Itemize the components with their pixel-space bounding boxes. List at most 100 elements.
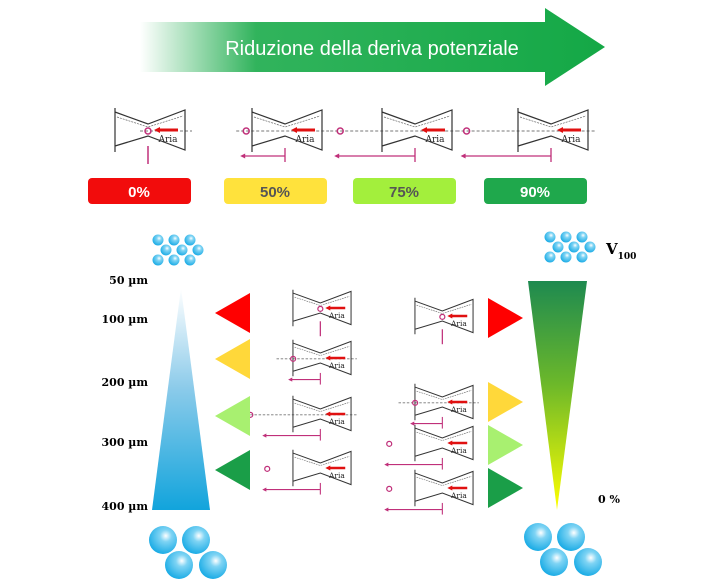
- level-triangle-right: [488, 382, 523, 422]
- air-label: Aria: [560, 135, 581, 145]
- droplet-point: [264, 465, 271, 472]
- droplet-point: [242, 127, 250, 135]
- small-droplet: [584, 241, 596, 253]
- droplet-size-label: 400 µm: [102, 500, 149, 513]
- small-droplet: [560, 231, 572, 243]
- droplet-point: [462, 127, 471, 135]
- droplet-size-label: 100 µm: [102, 313, 149, 326]
- droplet-size-label: 300 µm: [102, 436, 149, 449]
- small-droplet: [184, 234, 196, 246]
- level-triangle-right: [488, 298, 523, 338]
- level-indicators: [215, 293, 523, 508]
- small-droplet: [568, 241, 580, 253]
- nozzle-diagram: Aria: [233, 395, 357, 441]
- nozzle-outline: [517, 108, 589, 152]
- nozzle-outline: [414, 383, 474, 421]
- nozzle-outline: [251, 108, 323, 152]
- nozzle-diagram: Aria: [262, 449, 352, 495]
- air-label: Aria: [328, 417, 345, 426]
- large-droplet: [165, 551, 193, 579]
- nozzle-diagram: Aria: [330, 108, 459, 162]
- nozzle-diagram: Aria: [114, 108, 192, 164]
- small-droplet: [176, 244, 188, 256]
- droplet-point: [144, 127, 152, 135]
- nozzle-outline: [414, 424, 474, 462]
- level-triangle-left: [215, 339, 250, 379]
- badge-label: 75%: [389, 184, 419, 201]
- nozzle-diagram: Aria: [456, 108, 595, 162]
- large-droplet: [557, 523, 585, 551]
- small-droplet: [192, 244, 204, 256]
- air-label: Aria: [450, 405, 467, 414]
- small-droplet: [544, 231, 556, 243]
- air-label: Aria: [328, 361, 345, 370]
- droplet-size-label: 50 µm: [109, 274, 148, 287]
- small-droplet: [168, 234, 180, 246]
- nozzle-diagram: Aria: [414, 297, 474, 345]
- arrow-title: Riduzione della deriva potenziale: [225, 38, 519, 60]
- air-label: Aria: [450, 446, 467, 455]
- nozzle-outline: [414, 297, 474, 335]
- nozzle-outline: [114, 108, 186, 152]
- nozzle-outline: [292, 289, 352, 327]
- droplet-point: [412, 399, 419, 406]
- small-droplet: [152, 234, 164, 246]
- badge-75-percent: 75%: [353, 178, 456, 204]
- arrow-shape: [140, 8, 605, 86]
- badge-90-percent: 90%: [484, 178, 587, 204]
- nozzle-diagram: Aria: [276, 339, 357, 385]
- zero-percent-label: 0 %: [598, 493, 620, 506]
- large-droplet: [574, 548, 602, 576]
- level-triangle-right: [488, 468, 523, 508]
- large-droplet: [524, 523, 552, 551]
- badge-bg: [224, 178, 327, 204]
- level-triangle-right: [488, 425, 523, 465]
- drift-reduction-arrow: Riduzione della deriva potenziale: [140, 8, 605, 86]
- air-label: Aria: [294, 135, 315, 145]
- badge-bg: [88, 178, 191, 204]
- small-droplet: [552, 241, 564, 253]
- large-droplet: [182, 526, 210, 554]
- large-droplet: [149, 526, 177, 554]
- badge-label: 0%: [128, 184, 150, 201]
- air-label: Aria: [450, 491, 467, 500]
- nozzle-diagram: Aria: [384, 424, 474, 470]
- v100-label: V100: [605, 240, 636, 262]
- large-droplet: [540, 548, 568, 576]
- badge-0-percent: 0%: [88, 178, 191, 204]
- small-droplet: [576, 231, 588, 243]
- small-droplet: [184, 254, 196, 266]
- nozzle-diagram: Aria: [292, 289, 352, 337]
- nozzle-diagram: Aria: [398, 383, 479, 429]
- nozzle-outline: [292, 449, 352, 487]
- nozzle-outline: [292, 339, 352, 377]
- small-droplet: [560, 251, 572, 263]
- drift-volume-triangle: [528, 281, 587, 510]
- reduction-badges: 0% 50% 75% 90%: [88, 178, 587, 204]
- droplet-size-triangle: [152, 288, 210, 510]
- drift-volume-scale: V100 0 %: [528, 240, 636, 510]
- air-label: Aria: [424, 135, 445, 145]
- air-label: Aria: [450, 319, 467, 328]
- small-droplet: [152, 254, 164, 266]
- droplet-point: [336, 127, 344, 135]
- nozzle-outline: [292, 395, 352, 433]
- droplet-point: [439, 313, 446, 320]
- small-droplet: [168, 254, 180, 266]
- droplet-point: [386, 485, 393, 492]
- nozzle-diagram: Aria: [384, 469, 474, 515]
- air-label: Aria: [157, 135, 178, 145]
- nozzle-diagram: Aria: [236, 108, 329, 162]
- level-triangle-left: [215, 450, 250, 490]
- nozzle-outline: [414, 469, 474, 507]
- badge-label: 50%: [260, 184, 290, 201]
- droplet-point: [386, 440, 393, 447]
- large-droplet: [199, 551, 227, 579]
- nozzle-outline: [381, 108, 453, 152]
- level-triangle-left: [215, 396, 250, 436]
- badge-50-percent: 50%: [224, 178, 327, 204]
- badge-label: 90%: [520, 184, 550, 201]
- air-label: Aria: [328, 471, 345, 480]
